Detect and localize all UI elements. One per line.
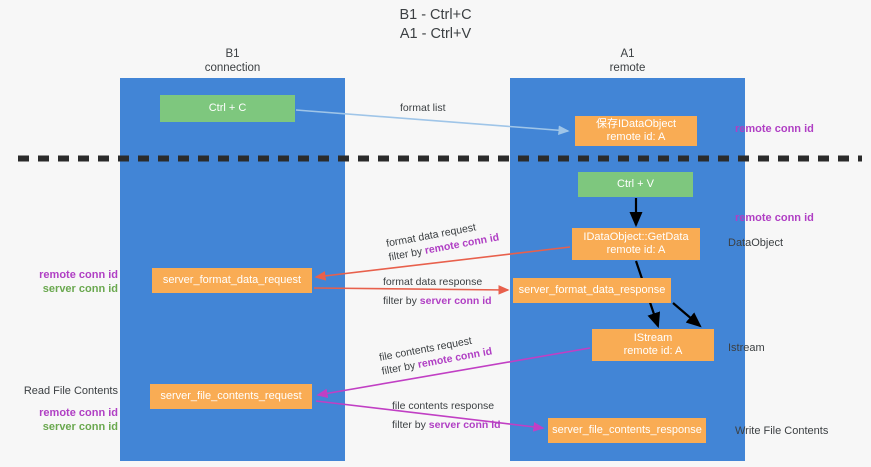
edge-file-contents-request xyxy=(316,347,591,399)
column-header-b1: B1 connection xyxy=(204,48,261,74)
annotation-left-bottom-server: server conn id xyxy=(42,421,118,433)
annotation-left-mid: remote conn id server conn id xyxy=(20,268,118,296)
edge-label-fdres-line1: format data response xyxy=(383,276,483,288)
column-header-a1: A1 remote xyxy=(609,48,646,74)
node-server-format-data-request[interactable]: server_format_data_request xyxy=(152,268,312,293)
edge-label-fcres-prefix: filter by xyxy=(392,419,429,431)
annotation-left-bottom-remote: remote conn id xyxy=(39,407,118,419)
edge-label-format-list-line1: format list xyxy=(400,102,446,114)
annotation-read-file-contents: Read File Contents xyxy=(23,385,118,397)
annotation-remote-conn-id-top: remote conn id xyxy=(735,123,814,135)
annotation-left-mid-remote: remote conn id xyxy=(39,269,118,281)
annotation-write-file-contents: Write File Contents xyxy=(735,425,829,437)
annotation-dataobject: DataObject xyxy=(728,237,784,249)
node-ctrl-c[interactable]: Ctrl + C xyxy=(160,95,295,122)
edge-label-format-list: format list xyxy=(400,101,446,115)
node-idataobject-getdata[interactable]: IDataObject::GetData remote id: A xyxy=(572,228,700,260)
edge-response-istream xyxy=(672,302,702,328)
edge-label-file-contents-response: file contents response filter by server … xyxy=(392,399,501,432)
edge-format-data-request xyxy=(314,246,571,281)
edge-label-fcres-line1: file contents response xyxy=(392,400,495,412)
annotation-remote-conn-id-mid: remote conn id xyxy=(735,212,814,224)
annotation-istream: Istream xyxy=(728,342,765,354)
edge-label-fdres-key: server conn id xyxy=(419,295,492,307)
edge-format-list xyxy=(295,109,570,136)
phase-divider xyxy=(18,155,862,162)
edge-label-format-data-response: format data response filter by server co… xyxy=(383,275,492,308)
edge-label-fdres-prefix: filter by xyxy=(383,295,420,307)
edge-label-fcres-key: server conn id xyxy=(428,419,501,431)
node-istream[interactable]: IStream remote id: A xyxy=(592,329,714,361)
edge-format-data-response xyxy=(313,285,510,295)
node-ctrl-v[interactable]: Ctrl + V xyxy=(578,172,693,197)
node-server-file-contents-request[interactable]: server_file_contents_request xyxy=(150,384,312,409)
node-server-format-data-response[interactable]: server_format_data_response xyxy=(513,278,671,303)
node-server-file-contents-response[interactable]: server_file_contents_response xyxy=(548,418,706,443)
edge-file-contents-response xyxy=(315,400,545,432)
node-save-idataobject[interactable]: 保存IDataObject remote id: A xyxy=(575,116,697,146)
annotation-left-bottom: Read File Contents remote conn id server… xyxy=(20,384,118,434)
annotation-left-mid-server: server conn id xyxy=(42,283,118,295)
page-title: B1 - Ctrl+C A1 - Ctrl+V xyxy=(399,7,472,42)
